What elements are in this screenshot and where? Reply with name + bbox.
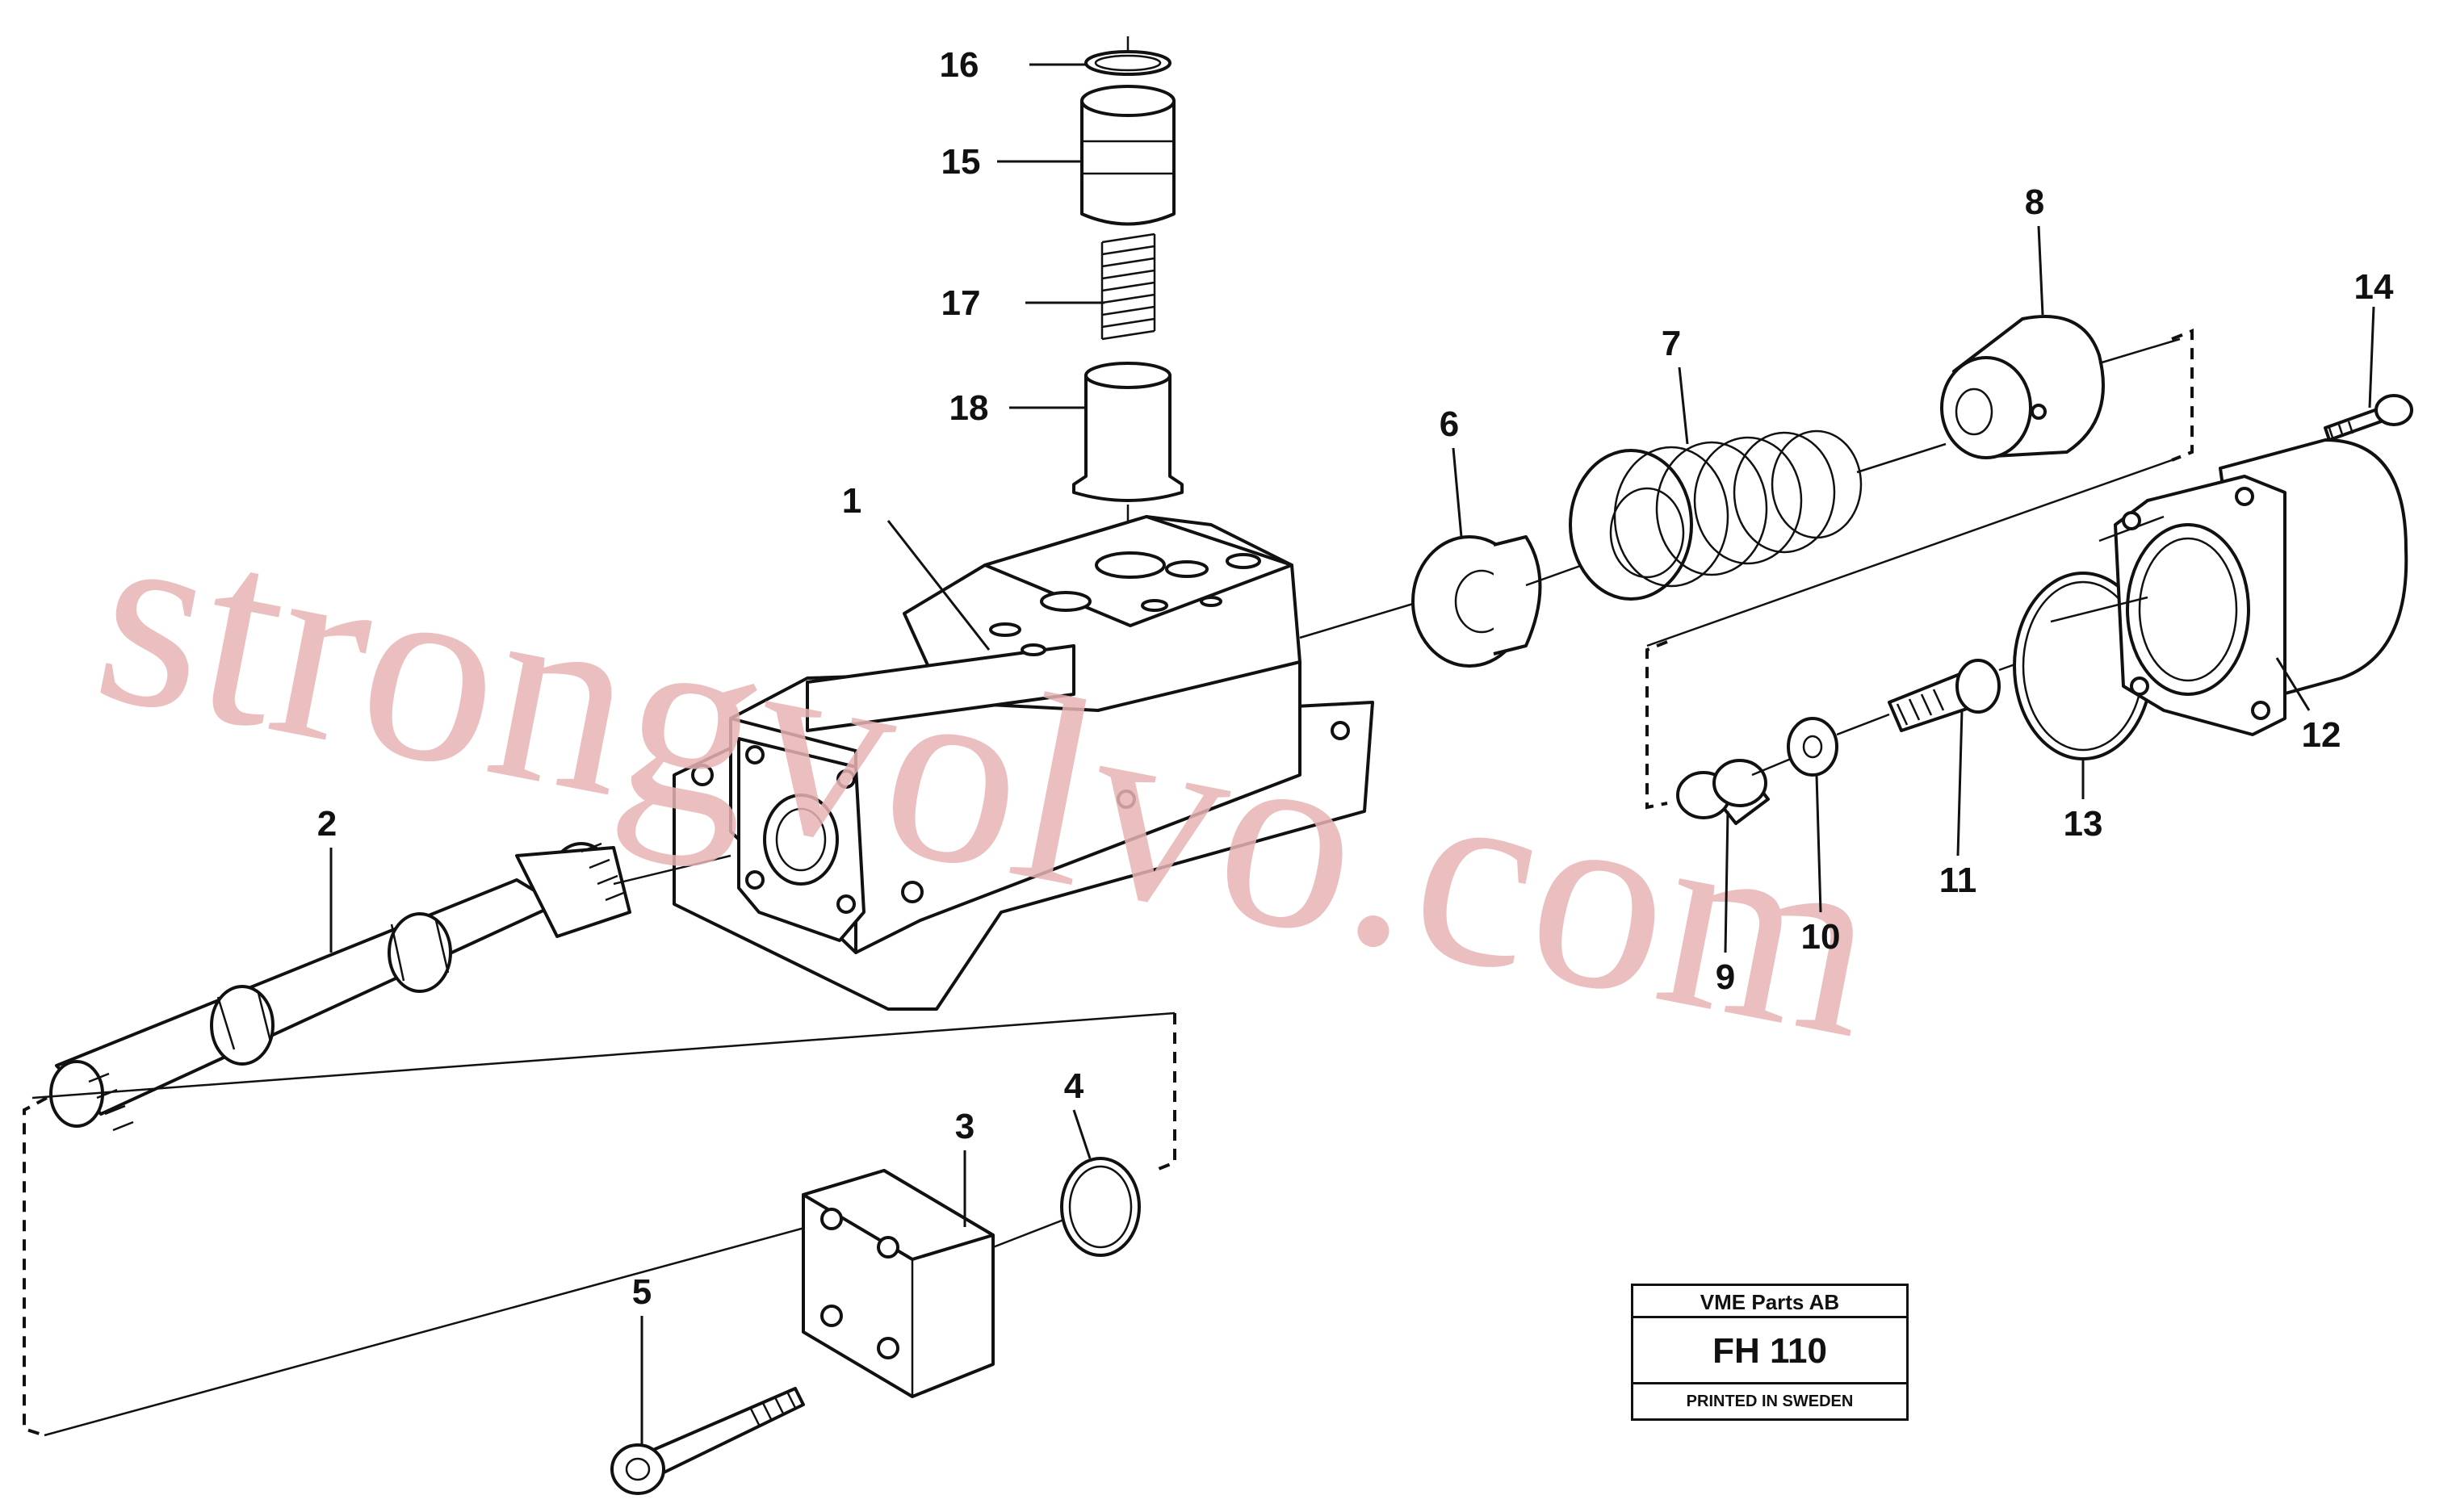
callout-6: 6 — [1440, 404, 1459, 444]
part-10-washer — [1787, 713, 1890, 777]
part-8-flanged-bushing — [1940, 315, 2181, 459]
callout-9: 9 — [1716, 957, 1735, 997]
stamp-printed: PRINTED IN SWEDEN — [1686, 1393, 1854, 1410]
callout-8: 8 — [2025, 182, 2044, 222]
part-4-oring — [1060, 1157, 1141, 1257]
callout-14: 14 — [2354, 267, 2394, 307]
title-stamp: VME Parts AB FH 110 PRINTED IN SWEDEN — [1631, 1284, 1909, 1421]
part-17-spring — [1100, 232, 1156, 341]
dashed-bracket-left — [23, 1096, 48, 1437]
callout-11: 11 — [1939, 861, 1977, 900]
callout-13: 13 — [2064, 804, 2103, 844]
callout-numbers: 1 2 3 4 5 6 7 8 9 10 11 12 13 14 15 16 1… — [317, 45, 2394, 1312]
part-1-valve-housing — [673, 515, 1422, 1011]
callout-7: 7 — [1662, 324, 1681, 363]
part-5-bolt — [610, 1387, 805, 1495]
dashed-bracket-center — [1154, 1013, 1176, 1172]
callout-5: 5 — [632, 1272, 652, 1312]
callout-3: 3 — [955, 1107, 975, 1146]
callout-18: 18 — [949, 388, 989, 428]
callout-2: 2 — [317, 804, 337, 844]
stamp-company: VME Parts AB — [1633, 1286, 1906, 1318]
part-6-spring-seat — [1411, 535, 1583, 668]
part-14-bolt — [2324, 394, 2413, 442]
callout-17: 17 — [941, 283, 981, 323]
part-18-sleeve — [1072, 362, 1184, 557]
part-7-spring — [1569, 429, 1947, 601]
part-3-end-cover — [802, 1169, 1067, 1398]
callout-16: 16 — [940, 45, 979, 85]
callout-1: 1 — [842, 481, 861, 521]
part-15-plug — [1080, 85, 1176, 226]
stamp-code: FH 110 — [1633, 1318, 1906, 1384]
part-16-oring — [1084, 36, 1172, 76]
part-2-spool — [49, 842, 731, 1132]
dashed-bracket-right-bottom — [1645, 640, 1668, 810]
leader-lines — [329, 63, 2375, 1445]
dashed-bracket-right-top — [2171, 329, 2194, 462]
callout-4: 4 — [1064, 1066, 1084, 1106]
callout-15: 15 — [941, 142, 981, 182]
part-12-cover — [2050, 438, 2408, 736]
callout-10: 10 — [1801, 917, 1841, 957]
callout-12: 12 — [2302, 715, 2341, 755]
